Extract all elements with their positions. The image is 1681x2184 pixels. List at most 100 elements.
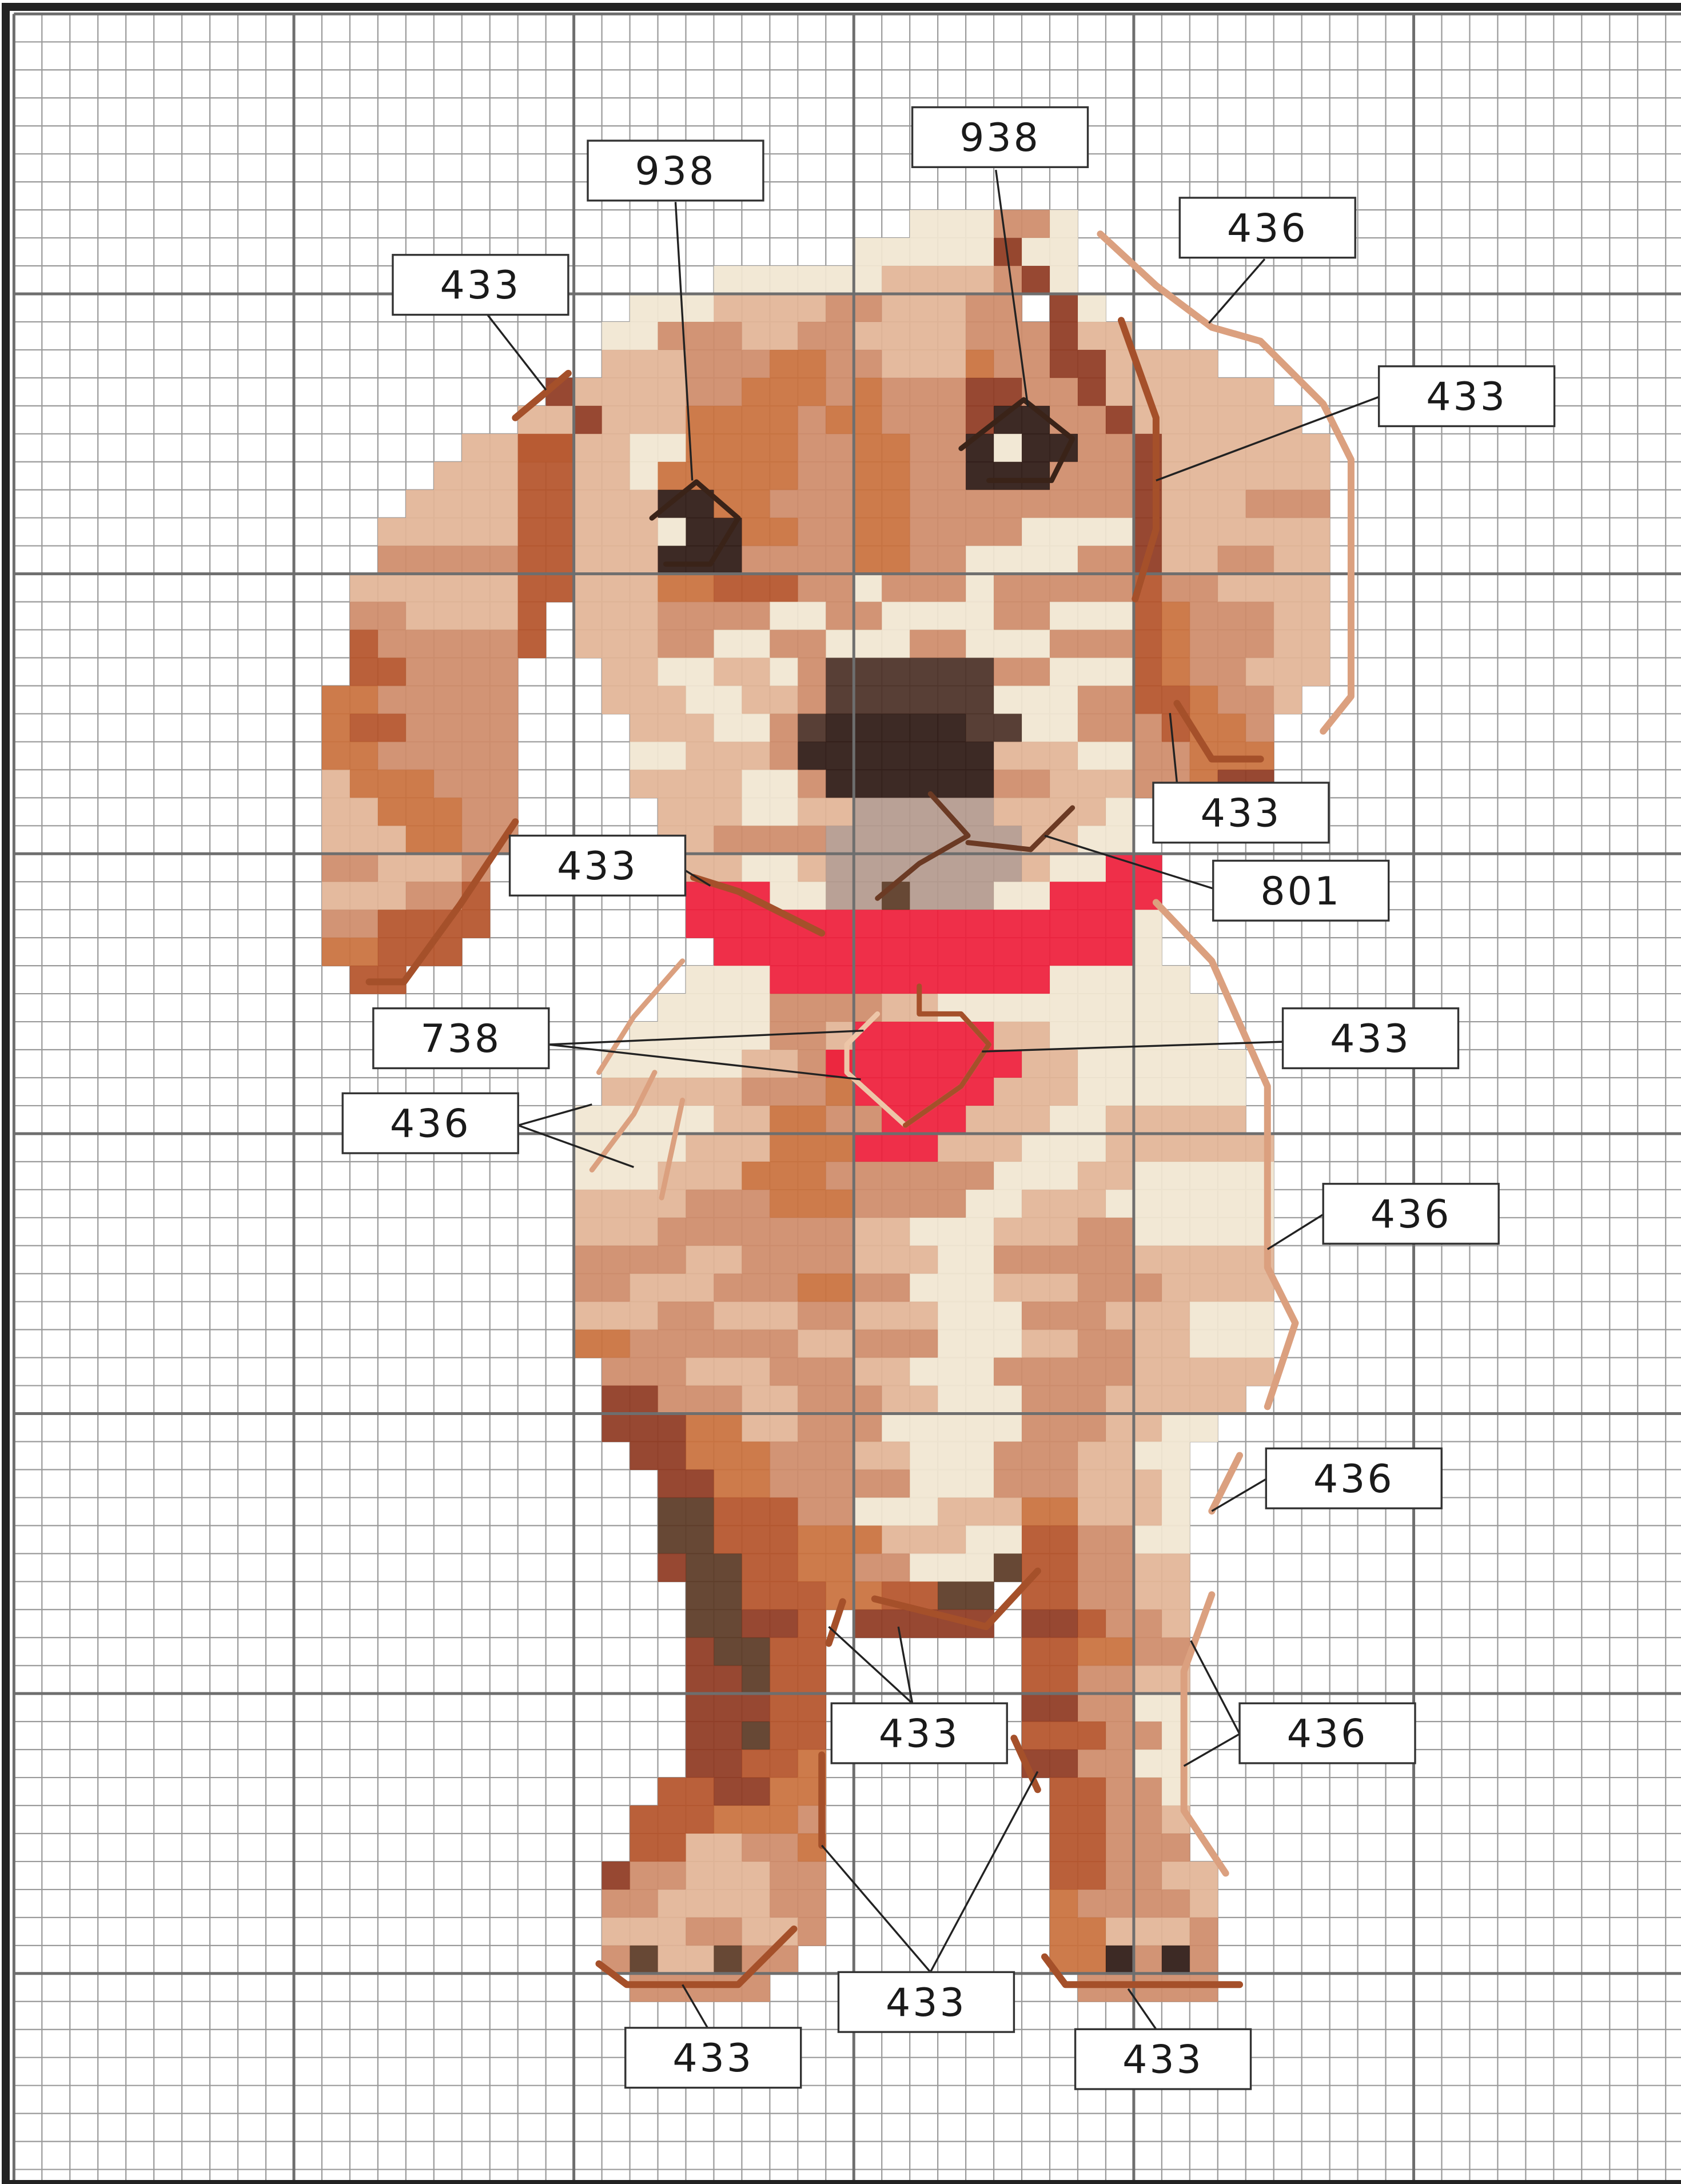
stitch-run <box>658 322 742 350</box>
stitch-run <box>1078 1078 1246 1106</box>
stitch-run <box>574 434 631 463</box>
leader-line <box>822 1846 930 1972</box>
stitch-run <box>742 462 798 491</box>
stitch-run <box>1106 378 1274 406</box>
stitch-run <box>602 350 686 378</box>
stitch-run <box>910 1218 994 1246</box>
stitch-run <box>574 1218 658 1246</box>
stitch-run <box>602 1414 686 1442</box>
stitch-run <box>630 462 659 491</box>
stitch-run <box>1274 630 1331 659</box>
stitch-run <box>1106 1918 1190 1946</box>
stitch-run <box>854 490 910 519</box>
stitch-run <box>1162 602 1190 631</box>
stitch-run <box>742 322 798 350</box>
stitch-run <box>826 658 994 687</box>
stitch-run <box>1190 1918 1218 1946</box>
stitch-run <box>994 1218 1078 1246</box>
stitch-run <box>770 350 826 378</box>
stitch-run <box>322 910 379 938</box>
stitch-run <box>434 462 518 491</box>
stitch-run <box>1106 1190 1274 1218</box>
stitch-run <box>1134 1330 1190 1358</box>
stitch-run <box>770 1890 826 1918</box>
stitch-run <box>910 1469 994 1498</box>
stitch-run <box>742 1721 770 1750</box>
stitch-run <box>1050 350 1106 378</box>
stitch-run <box>1134 1581 1190 1610</box>
stitch-run <box>1050 1106 1106 1134</box>
callout-code: 433 <box>557 844 638 889</box>
stitch-run <box>966 714 1022 742</box>
stitch-run <box>686 1749 742 1778</box>
stitch-run <box>602 1386 659 1414</box>
stitch-run <box>322 714 350 742</box>
stitch-run <box>1050 770 1134 798</box>
stitch-run <box>602 658 659 687</box>
stitch-run <box>686 1414 742 1442</box>
stitch-run <box>854 798 910 826</box>
stitch-run <box>1106 1946 1134 1974</box>
callout-code: 433 <box>879 1712 960 1757</box>
stitch-run <box>1050 1862 1106 1890</box>
stitch-run <box>1218 574 1274 603</box>
stitch-run <box>658 630 715 659</box>
stitch-run <box>1050 1918 1106 1946</box>
stitch-run <box>714 1637 770 1666</box>
stitch-run <box>1274 574 1331 603</box>
stitch-run <box>658 1778 715 1806</box>
stitch-run <box>742 1414 798 1442</box>
stitch-run <box>1022 1134 1106 1162</box>
stitch-run <box>1078 1553 1134 1582</box>
stitch-run <box>798 1386 882 1414</box>
stitch-run <box>1134 1442 1190 1470</box>
stitch-run <box>602 1358 686 1386</box>
stitch-run <box>686 1665 742 1694</box>
stitch-run <box>1162 994 1218 1022</box>
stitch-run <box>742 546 854 575</box>
stitch-run <box>742 1553 798 1582</box>
stitch-run <box>1078 294 1106 322</box>
stitch-run <box>742 518 798 547</box>
callout-code: 433 <box>1201 791 1282 836</box>
leader-line <box>488 315 546 390</box>
stitch-run <box>686 1581 742 1610</box>
stitch-run <box>882 994 938 1022</box>
stitch-run <box>630 1806 714 1834</box>
stitch-run <box>742 1665 770 1694</box>
stitch-run <box>938 826 1022 854</box>
stitch-run <box>798 770 826 798</box>
callout-code: 738 <box>420 1017 501 1062</box>
stitch-run <box>1078 1497 1162 1526</box>
stitch-run <box>1106 350 1218 378</box>
stitch-run <box>854 714 910 742</box>
stitch-run <box>1050 994 1162 1022</box>
stitch-run <box>658 1890 770 1918</box>
stitch-run <box>1190 1946 1218 1974</box>
stitch-run <box>1246 714 1274 742</box>
stitch-run <box>378 798 462 826</box>
stitch-run <box>798 658 826 687</box>
stitch-run <box>378 630 518 659</box>
stitch-run <box>1050 854 1106 882</box>
stitch-run <box>714 658 770 687</box>
stitch-run <box>826 1078 854 1106</box>
stitch-run <box>378 546 518 575</box>
stitch-run <box>714 1778 770 1806</box>
stitch-run <box>350 658 407 687</box>
stitch-run <box>434 938 463 966</box>
stitch-run <box>658 1497 715 1526</box>
stitch-run <box>686 1637 714 1666</box>
stitch-run <box>574 378 686 406</box>
stitch-run <box>1078 378 1106 406</box>
stitch-run <box>714 1497 798 1526</box>
stitch-run <box>1218 686 1274 714</box>
stitch-run <box>378 742 518 770</box>
stitch-run <box>742 1050 798 1078</box>
stitch-run <box>1190 1330 1274 1358</box>
stitch-run <box>406 658 518 687</box>
stitch-run <box>1106 1134 1274 1162</box>
stitch-run <box>1078 1637 1134 1666</box>
stitch-run <box>938 1246 994 1274</box>
